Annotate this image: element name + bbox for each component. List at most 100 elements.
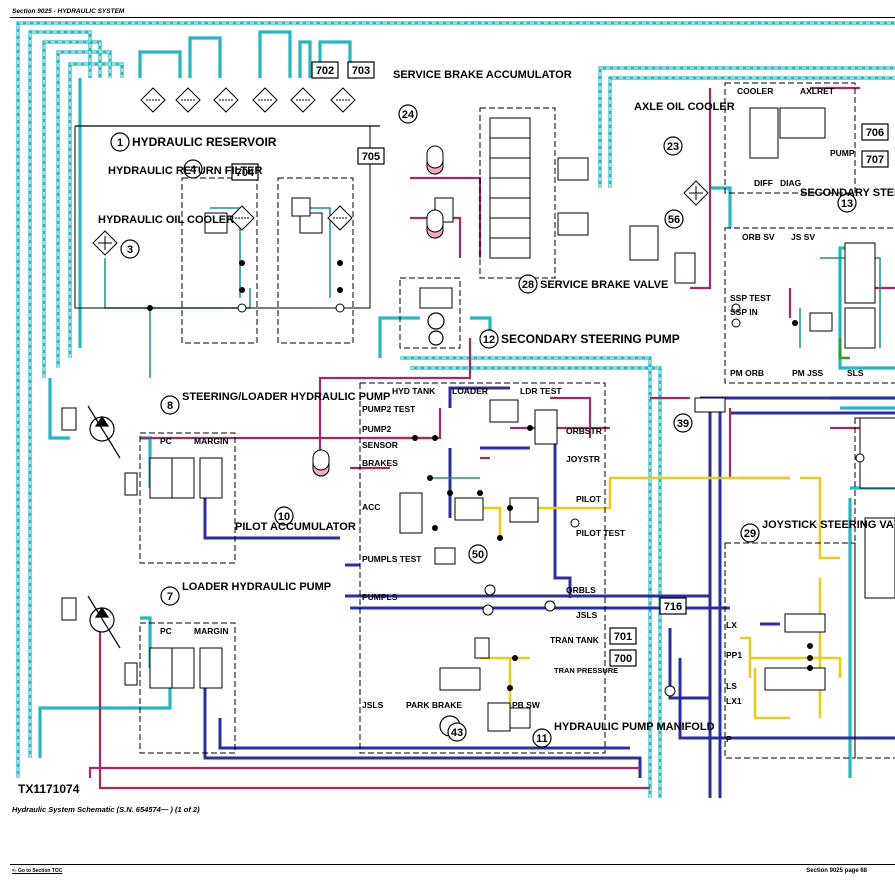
- callout-28: 28: [522, 279, 534, 291]
- filter-diamonds: [92, 87, 709, 256]
- callout-numbers: 1 4 3 24 23 56 13 12 28 8 39 10 50 29 7 …: [117, 109, 853, 745]
- port-tran-pressure: TRAN PRESSURE: [554, 666, 618, 675]
- label-pump-manifold: HYDRAULIC PUMP MANIFOLD: [554, 721, 715, 733]
- port-pump2-test: PUMP2 TEST: [362, 404, 416, 414]
- schematic-frame: 1 4 3 24 23 56 13 12 28 8 39 10 50 29 7 …: [10, 18, 895, 798]
- assembly-boundaries: [139, 82, 895, 759]
- port-sensor: SENSOR: [362, 440, 398, 450]
- port-pp1: PP1: [726, 650, 742, 660]
- port-margin-2: MARGIN: [194, 626, 228, 636]
- page-number: Section 9025 page 68: [806, 868, 867, 874]
- port-p: P: [726, 734, 732, 744]
- port-pump2: PUMP2: [362, 424, 392, 434]
- callout-56: 50: [472, 549, 484, 561]
- label-axle-oil-cooler: AXLE OIL COOLER: [634, 101, 735, 113]
- port-pm-jss: PM JSS: [792, 368, 824, 378]
- connector-706: 706: [866, 127, 884, 139]
- port-hyd-tank: HYD TANK: [392, 386, 436, 396]
- label-return-filter: HYDRAULIC RETURN FILTER: [108, 165, 262, 177]
- callout-29: 29: [744, 528, 756, 540]
- port-joystr: JOYSTR: [566, 454, 600, 464]
- port-ssp-in: SSP IN: [730, 307, 758, 317]
- reservoir-outline: [74, 126, 371, 309]
- label-steering-loader-pump: STEERING/LOADER HYDRAULIC PUMP: [182, 391, 390, 403]
- port-brakes: BRAKES: [362, 458, 398, 468]
- connector-716: 716: [664, 601, 682, 613]
- connector-702: 702: [316, 65, 334, 77]
- figure-caption: Hydraulic System Schematic (S.N. 654574—…: [12, 805, 200, 814]
- label-secondary-steering-valve: SECONDARY STEERING VALVE: [800, 187, 895, 199]
- port-diag: DIAG: [780, 178, 802, 188]
- figure-id: TX1171074: [18, 782, 80, 796]
- port-orb-sv: ORB SV: [742, 232, 775, 242]
- port-pilot-test: PILOT TEST: [576, 528, 626, 538]
- port-sls: SLS: [847, 368, 864, 378]
- port-acc: ACC: [362, 502, 380, 512]
- label-service-brake-valve: SERVICE BRAKE VALVE: [540, 279, 668, 291]
- port-orbls: ORBLS: [566, 585, 596, 595]
- pilot-lines: [88, 86, 895, 790]
- port-js-sv: JS SV: [791, 232, 815, 242]
- port-loader: LOADER: [452, 386, 488, 396]
- port-margin: MARGIN: [194, 436, 228, 446]
- port-ls: LS: [726, 681, 737, 691]
- callout-7: 7: [167, 591, 173, 603]
- port-pc-2: PC: [160, 626, 172, 636]
- label-joystick-steering-valve: JOYSTICK STEERING VALVE: [762, 519, 895, 531]
- callout-13: 13: [841, 198, 853, 210]
- callout-4: 4: [190, 164, 197, 176]
- port-pumpls-test: PUMPLS TEST: [362, 554, 422, 564]
- port-pb-sw: PB SW: [512, 700, 541, 710]
- component-labels: HYDRAULIC RESERVOIR HYDRAULIC RETURN FIL…: [98, 69, 895, 733]
- callout-3: 3: [127, 244, 133, 256]
- port-jsls: JSLS: [576, 610, 598, 620]
- port-axlret: AXLRET: [800, 86, 835, 96]
- callout-39: 39: [677, 418, 689, 430]
- connector-701: 701: [614, 631, 632, 643]
- connector-705: 705: [362, 151, 380, 163]
- port-lx: LX: [726, 620, 737, 630]
- label-service-brake-accumulator: SERVICE BRAKE ACCUMULATOR: [393, 69, 572, 81]
- label-secondary-steering-pump: SECONDARY STEERING PUMP: [501, 332, 680, 346]
- connector-703: 703: [352, 65, 370, 77]
- port-lx1: LX1: [726, 696, 742, 706]
- callout-8: 8: [167, 400, 173, 412]
- valve-blocks: [149, 107, 895, 732]
- port-pilot: PILOT: [576, 494, 602, 504]
- port-tran-tank: TRAN TANK: [550, 635, 600, 645]
- header-rule: [10, 17, 895, 18]
- label-loader-pump: LOADER HYDRAULIC PUMP: [182, 581, 331, 593]
- section-toc-link[interactable]: <- Go to Section TOC: [12, 868, 63, 874]
- callout-11: 11: [536, 733, 548, 745]
- port-orbstr: ORBSTR: [566, 426, 602, 436]
- check-valves: [237, 303, 865, 697]
- callout-50: 56: [668, 214, 680, 226]
- callout-23: 23: [667, 141, 679, 153]
- port-cooler: COOLER: [737, 86, 773, 96]
- port-park-brake: PARK BRAKE: [406, 700, 462, 710]
- callout-12: 12: [483, 334, 495, 346]
- port-labels: PC MARGIN PC MARGIN HYD TANK LOADER LDR …: [160, 86, 864, 744]
- connector-704: 704: [236, 167, 255, 179]
- port-pump: PUMP: [830, 148, 855, 158]
- section-header: Section 9025 - HYDRAULIC SYSTEM: [12, 8, 125, 15]
- port-diff: DIFF: [754, 178, 773, 188]
- port-pm-orb: PM ORB: [730, 368, 764, 378]
- port-jsls-2: JSLS: [362, 700, 384, 710]
- label-pilot-accumulator: PILOT ACCUMULATOR: [235, 521, 356, 533]
- callout-1: 1: [117, 137, 123, 149]
- port-pumpls: PUMPLS: [362, 592, 398, 602]
- accumulator-symbols: [312, 145, 444, 477]
- connector-707: 707: [866, 154, 884, 166]
- label-oil-cooler: HYDRAULIC OIL COOLER: [98, 214, 234, 226]
- callout-24: 24: [402, 109, 415, 121]
- port-ssp-test: SSP TEST: [730, 293, 772, 303]
- signal-lines: [470, 476, 842, 720]
- hydraulic-schematic: 1 4 3 24 23 56 13 12 28 8 39 10 50 29 7 …: [10, 18, 895, 798]
- callout-43: 43: [451, 727, 463, 739]
- footer-rule: [10, 864, 895, 865]
- callout-10: 10: [278, 511, 290, 523]
- port-pc: PC: [160, 436, 172, 446]
- connector-labels: 702 703 704 705 706 707 700 701 716: [236, 65, 884, 665]
- label-hydraulic-reservoir: HYDRAULIC RESERVOIR: [132, 135, 277, 149]
